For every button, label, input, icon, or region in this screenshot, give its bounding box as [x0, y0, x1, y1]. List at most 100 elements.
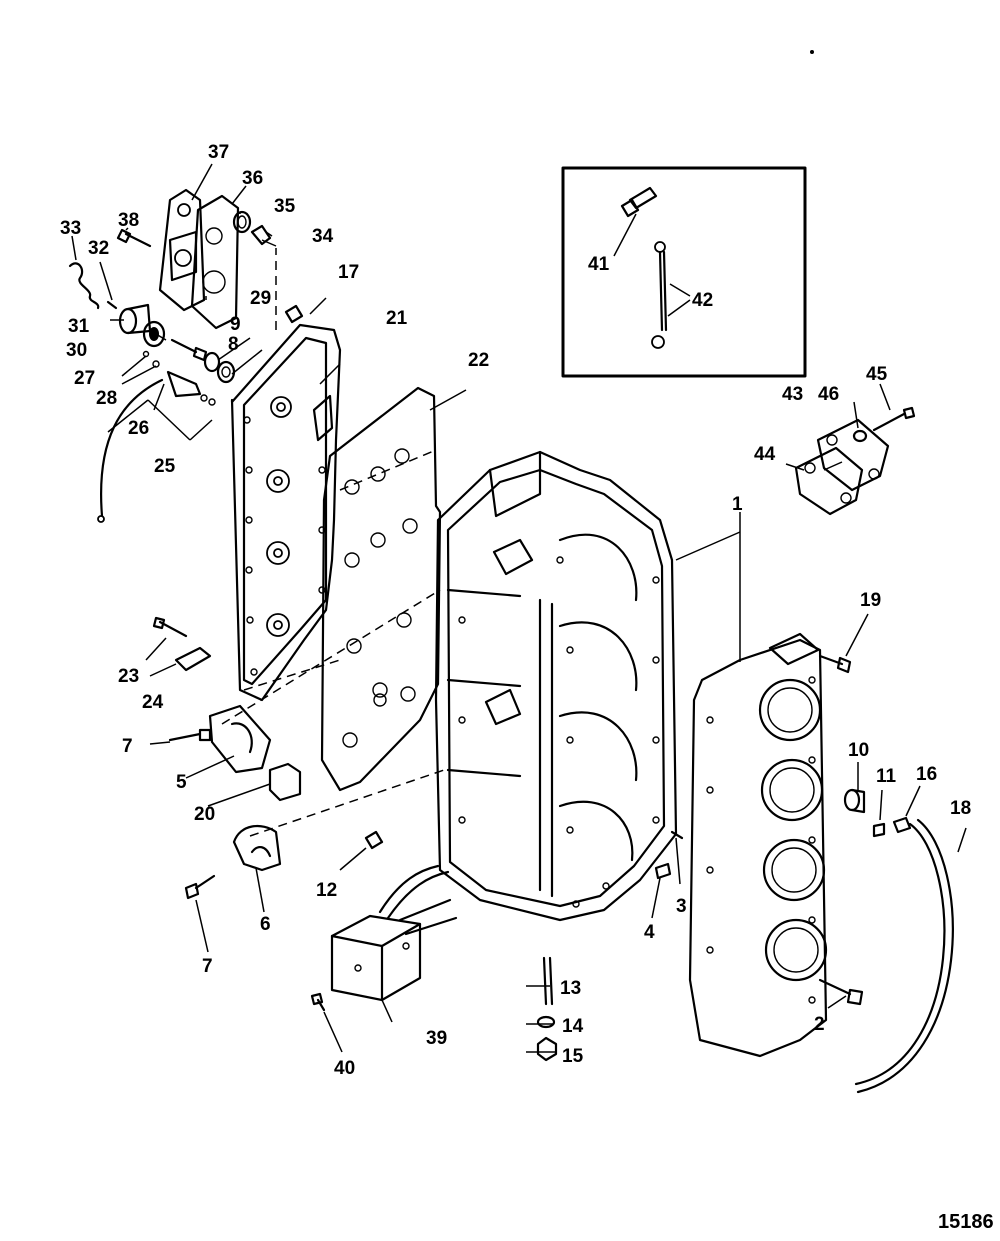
- part-29-valve: [170, 338, 208, 362]
- callout-36: 36: [242, 168, 263, 189]
- callout-20: 20: [194, 804, 215, 825]
- leader-lines: [71, 163, 967, 1053]
- part-32-pin: [106, 300, 118, 310]
- part-24-bracket: [174, 646, 212, 672]
- part-39-rectifier: [330, 864, 458, 1002]
- part-18-hose: [854, 818, 954, 1094]
- part-43-cover: [816, 418, 890, 492]
- part-3-pin: [670, 830, 684, 840]
- part-35-seal: [232, 210, 252, 234]
- callout-8: 8: [228, 334, 239, 355]
- part-46-washer: [852, 429, 868, 443]
- callout-29: 29: [250, 288, 271, 309]
- part-38-screw: [116, 228, 152, 248]
- part-44-gasket: [794, 446, 864, 516]
- callout-33: 33: [60, 218, 81, 239]
- callout-12: 12: [316, 880, 337, 901]
- callout-6: 6: [260, 914, 271, 935]
- part-11-plug: [872, 822, 886, 838]
- figure-number: 15186: [938, 1211, 994, 1233]
- callout-9: 9: [230, 314, 241, 335]
- part-10-fitting: [843, 788, 866, 814]
- part-14-washer: [536, 1015, 556, 1029]
- callout-10: 10: [848, 740, 869, 761]
- part-22-gasket: [320, 386, 442, 792]
- callout-38: 38: [118, 210, 139, 231]
- callout-2: 2: [814, 1014, 825, 1035]
- alignment-lines: [221, 248, 451, 837]
- part-5-bearing-cap: [208, 704, 272, 774]
- callout-35: 35: [274, 196, 296, 217]
- part-16-fitting: [892, 816, 912, 834]
- callout-31: 31: [68, 316, 90, 337]
- part-1-cylinder-block: [434, 450, 678, 922]
- stray-dot: [810, 50, 814, 54]
- part-1-cylinder-head: [688, 632, 828, 1058]
- part-36-gasket: [190, 194, 240, 330]
- part-33-spring: [68, 262, 100, 310]
- callout-28: 28: [96, 388, 117, 409]
- callout-32: 32: [88, 238, 109, 259]
- callout-labels: 1 2 3 4 5 6 7 7 8 9 10 11 12 13 14 15 16…: [60, 142, 971, 1079]
- callout-18: 18: [950, 798, 971, 819]
- part-9-seal: [203, 351, 221, 373]
- part-8-seal: [216, 360, 236, 384]
- part-34-fitting: [250, 224, 277, 247]
- callout-46: 46: [818, 384, 839, 405]
- callout-4: 4: [644, 922, 655, 943]
- callout-26: 26: [128, 418, 149, 439]
- part-17-plug: [284, 304, 304, 324]
- part-21-cover-plate: [230, 323, 342, 702]
- callout-39: 39: [426, 1028, 447, 1049]
- part-4-dowel: [654, 862, 672, 880]
- callout-17: 17: [338, 262, 359, 283]
- part-13-stud: [542, 956, 554, 1006]
- part-23-screw: [152, 616, 188, 638]
- part-42-cable: [651, 241, 668, 349]
- callout-45: 45: [866, 364, 888, 385]
- callout-13: 13: [560, 978, 581, 999]
- callout-7-upper: 7: [122, 736, 133, 757]
- callout-25: 25: [154, 456, 176, 477]
- part-6-bearing-cap: [232, 824, 282, 872]
- callout-42: 42: [692, 290, 713, 311]
- part-2-screw: [818, 978, 864, 1006]
- part-27-screw: [142, 350, 150, 358]
- part-45-screw: [872, 406, 916, 432]
- callout-44: 44: [754, 444, 776, 465]
- callout-27: 27: [74, 368, 95, 389]
- part-26-valve-assembly: [166, 370, 216, 406]
- callout-37: 37: [208, 142, 229, 163]
- part-40-screw: [310, 992, 326, 1012]
- callout-41: 41: [588, 254, 610, 275]
- inset-box: [561, 166, 807, 378]
- callout-19: 19: [860, 590, 881, 611]
- callout-7-lower: 7: [202, 956, 213, 977]
- callout-30: 30: [66, 340, 87, 361]
- part-37-bracket: [158, 188, 206, 312]
- callout-14: 14: [562, 1016, 584, 1037]
- callout-34: 34: [312, 226, 334, 247]
- callout-22: 22: [468, 350, 489, 371]
- part-20-spacer: [268, 762, 302, 802]
- callout-16: 16: [916, 764, 937, 785]
- part-28-washer: [152, 360, 160, 368]
- part-41-fitting: [620, 186, 658, 218]
- callout-15: 15: [562, 1046, 584, 1067]
- callout-24: 24: [142, 692, 164, 713]
- callout-1: 1: [732, 494, 743, 515]
- part-15-nut: [536, 1036, 558, 1062]
- callout-11: 11: [876, 766, 897, 787]
- callout-23: 23: [118, 666, 139, 687]
- callout-5: 5: [176, 772, 187, 793]
- callout-43: 43: [782, 384, 803, 405]
- part-30-diaphragm: [142, 320, 166, 348]
- callout-40: 40: [334, 1058, 355, 1079]
- part-31-housing: [118, 303, 152, 335]
- part-12-sensor: [364, 830, 384, 850]
- part-7-screw-upper: [168, 728, 212, 742]
- callout-3: 3: [676, 896, 687, 917]
- callout-21: 21: [386, 308, 408, 329]
- part-19-screw: [818, 654, 852, 674]
